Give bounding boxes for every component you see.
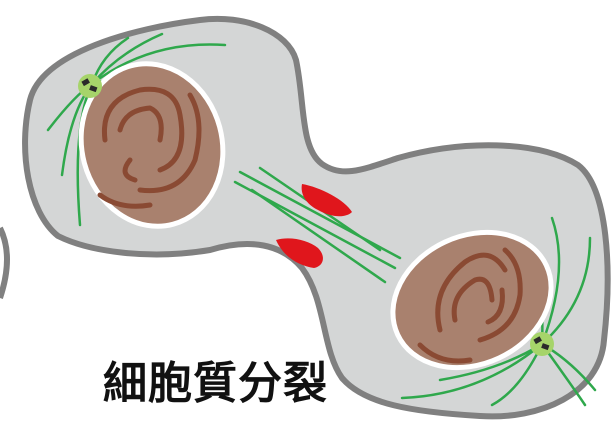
- centrosome-right: [530, 332, 554, 356]
- caption-label: 細胞質分裂: [103, 362, 328, 406]
- centrosome-left: [78, 74, 102, 98]
- neighbor-cell-edge: [0, 228, 7, 298]
